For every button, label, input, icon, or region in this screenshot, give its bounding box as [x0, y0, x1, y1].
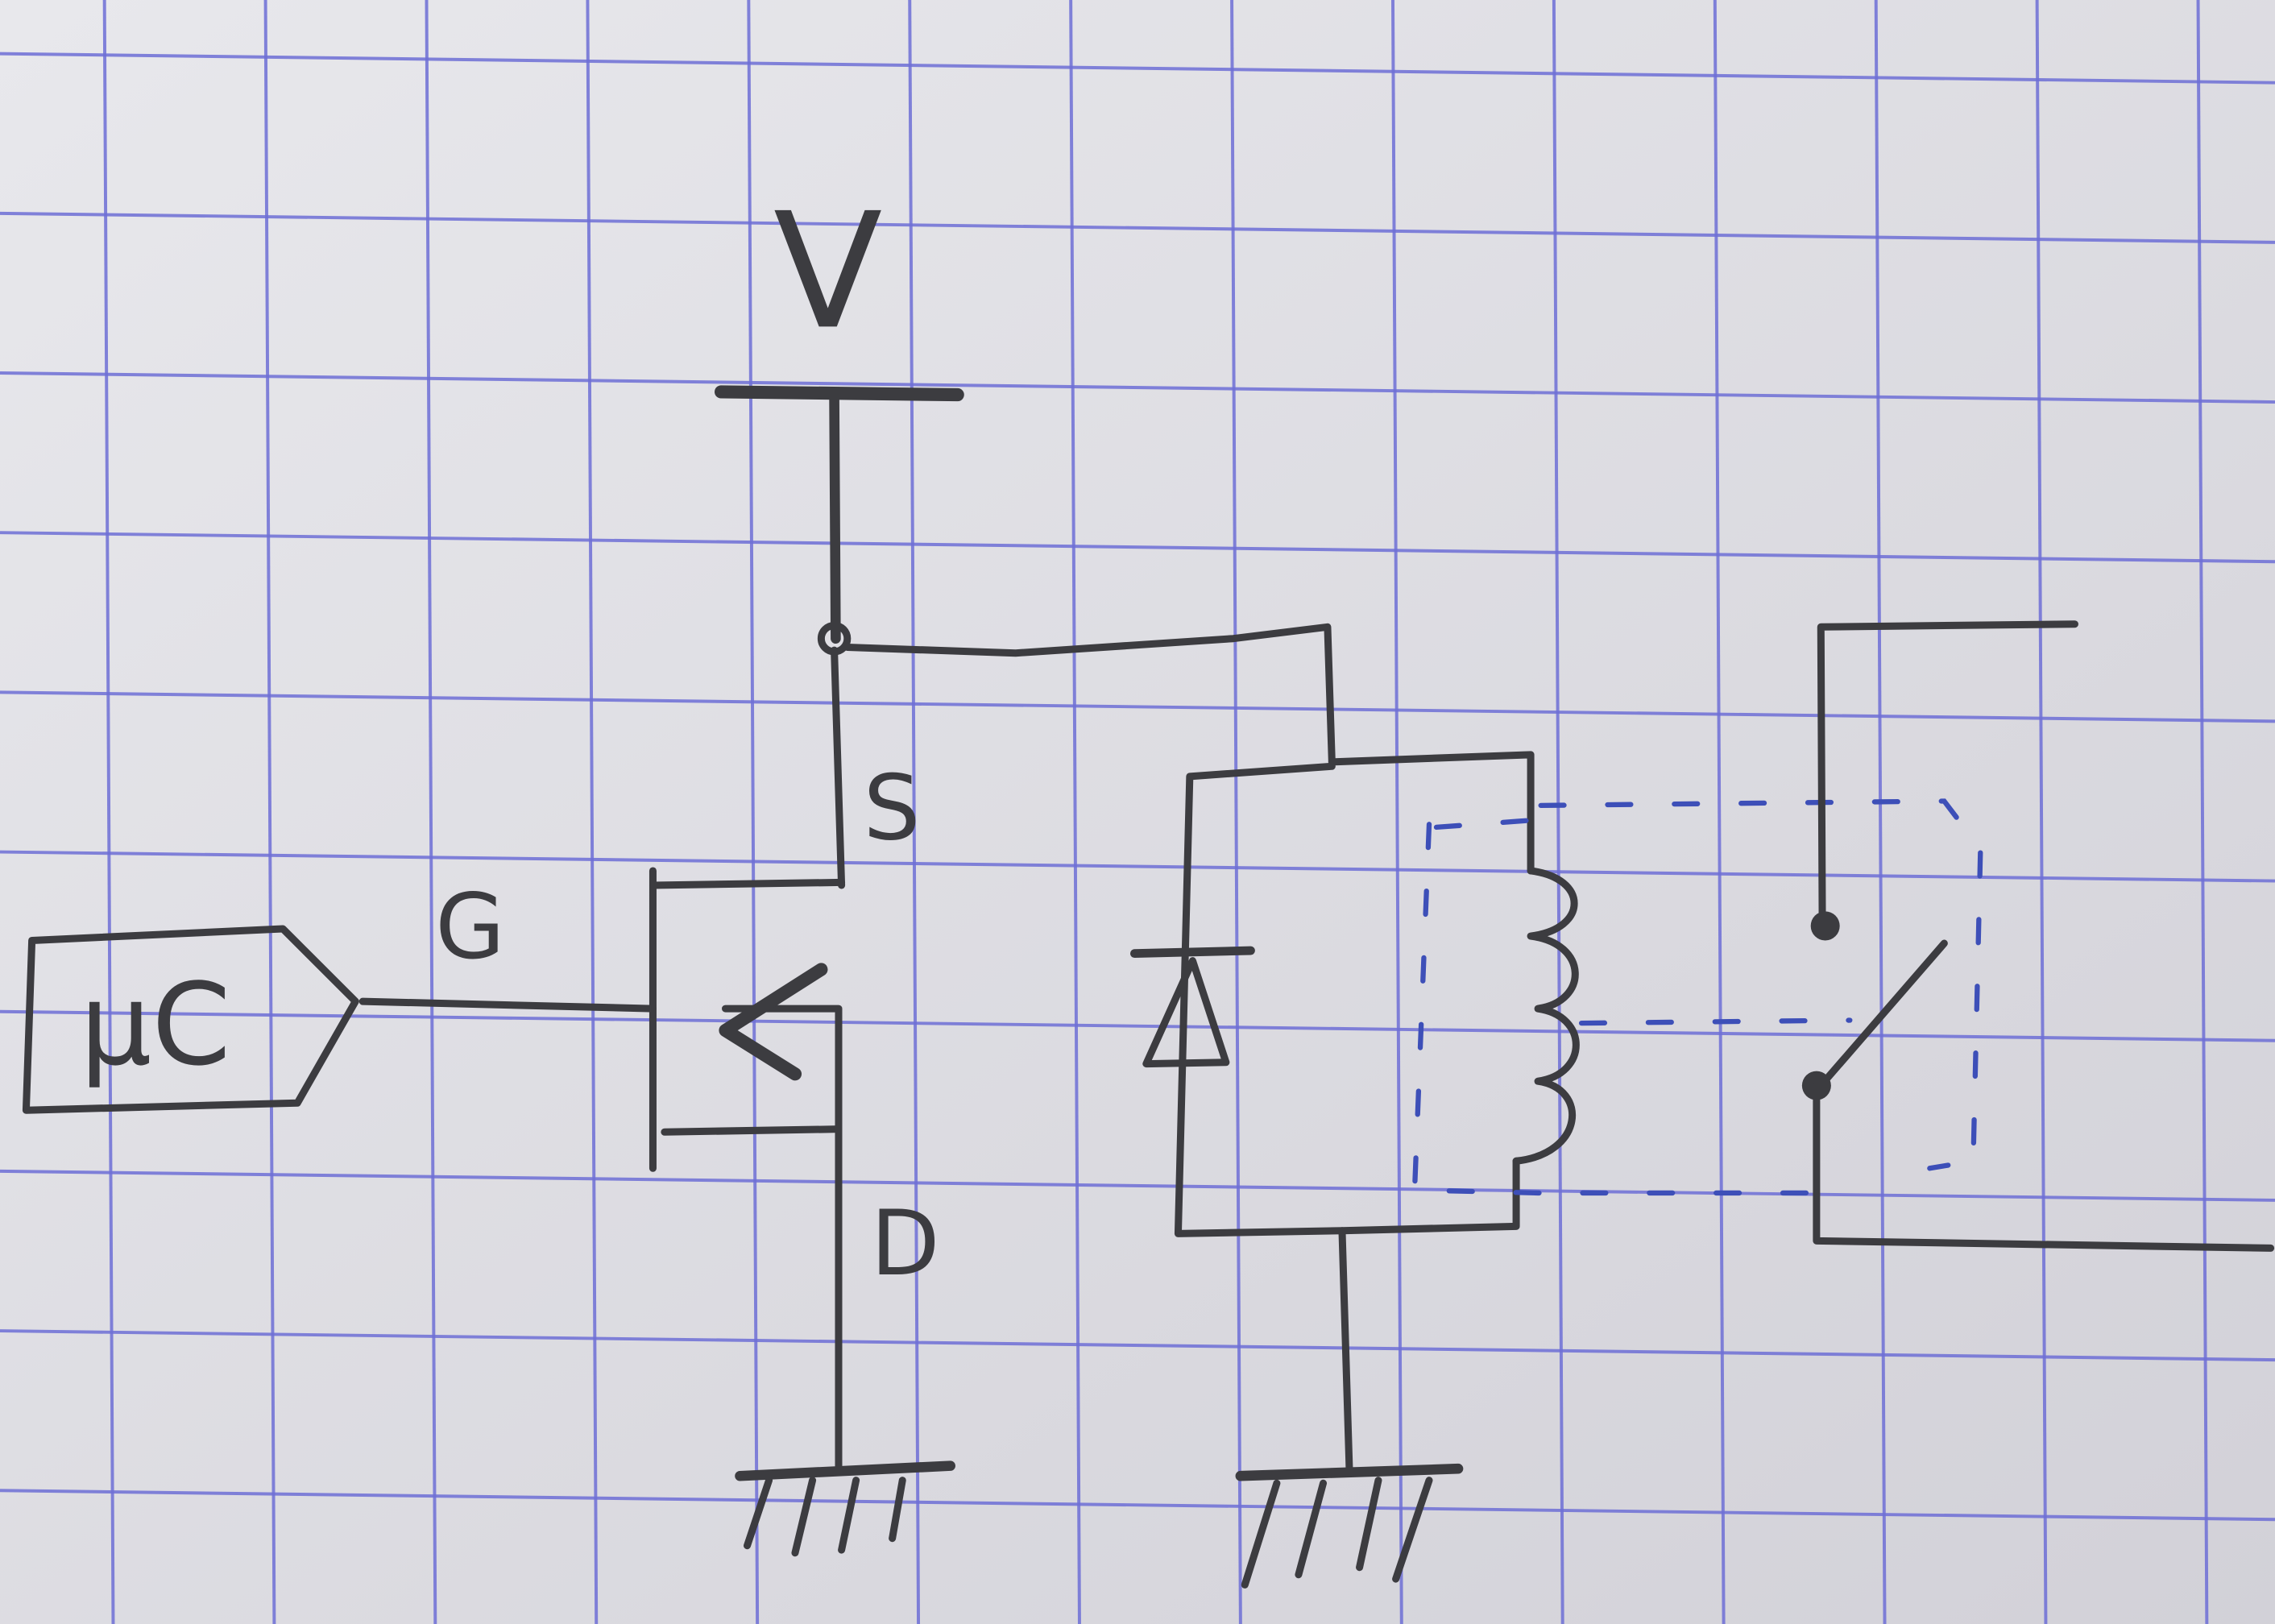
grid-line-vertical — [102, 0, 115, 1624]
grid-line-horizontal — [0, 1329, 2275, 1362]
grid-line-vertical — [1230, 0, 1242, 1624]
supply-rail — [715, 385, 964, 402]
grid-line-horizontal — [0, 211, 2275, 244]
flyback-diode — [1129, 946, 1255, 1068]
source-wire — [831, 646, 846, 889]
source-label: S — [864, 756, 921, 860]
grid-line-vertical — [1390, 0, 1403, 1624]
microcontroller-label: μC — [80, 960, 230, 1092]
relay-supply-wire — [843, 623, 1336, 766]
drain-label: D — [871, 1191, 940, 1296]
grid-line-vertical — [263, 0, 276, 1624]
grid-line-horizontal — [0, 850, 2275, 883]
grid-line-vertical — [1069, 0, 1081, 1624]
relay-ground-wire — [1338, 1227, 1353, 1473]
grid-line-horizontal — [0, 1489, 2275, 1522]
relay-coil — [1512, 867, 1580, 1165]
supply-label: V — [773, 178, 883, 364]
relay-coupling-dashed — [1411, 798, 1983, 1196]
ground-symbol-mosfet — [735, 1460, 955, 1557]
grid-line-horizontal — [0, 1009, 2275, 1042]
microcontroller-block — [22, 925, 359, 1114]
grid-line-horizontal — [0, 690, 2275, 723]
grid-line-vertical — [1552, 0, 1564, 1624]
relay-loop-wire — [1174, 762, 1520, 1237]
grid-line-vertical — [586, 0, 599, 1624]
grid-line-horizontal — [0, 531, 2275, 564]
grid-line-horizontal — [0, 1169, 2275, 1202]
supply-wire — [829, 394, 841, 644]
grid-line-vertical — [2035, 0, 2048, 1624]
relay-switch — [1801, 620, 2275, 1252]
gate-wire — [358, 997, 657, 1013]
grid-line-vertical — [747, 0, 760, 1624]
grid-line-vertical — [908, 0, 921, 1624]
grid-line-vertical — [2196, 0, 2209, 1624]
relay-top-wire — [1328, 751, 1535, 875]
mosfet-symbol — [649, 867, 846, 1470]
gate-label: G — [435, 875, 505, 980]
grid-line-vertical — [425, 0, 437, 1624]
grid-line-horizontal — [0, 371, 2275, 404]
ground-symbol-relay — [1235, 1463, 1464, 1589]
grid-line-horizontal — [0, 52, 2275, 85]
